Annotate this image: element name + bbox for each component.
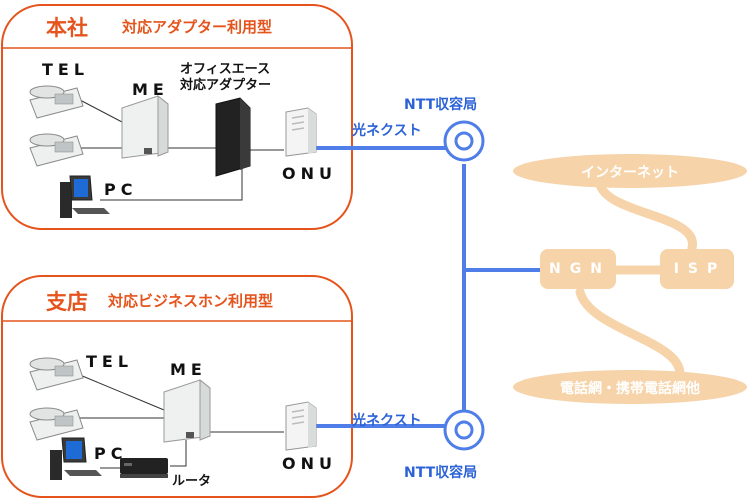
branch-onu-icon	[285, 401, 317, 451]
branch-name: 支店	[46, 290, 88, 314]
isp-box	[660, 249, 734, 289]
cloud-connectors	[575, 180, 697, 379]
hq-adapter-label-line1: オフィスエース	[180, 62, 271, 77]
hq-onu-icon	[285, 107, 317, 157]
hq-name: 本社	[46, 16, 88, 40]
hq-pc-label: PC	[104, 180, 138, 199]
internet-oval	[513, 154, 747, 188]
hq-tel-label: TEL	[42, 60, 90, 79]
internet-label: インターネット	[581, 165, 679, 181]
branch-onu-label: ONU	[282, 454, 337, 473]
hq-wiring	[79, 99, 284, 201]
phone-network-label: 電話網・携帯電話網他	[560, 381, 700, 397]
branch-wiring	[79, 374, 284, 469]
branch-ntt-label: NTT収容局	[404, 465, 478, 481]
hq-office-adapter-icon	[215, 97, 251, 177]
phone-network-oval	[513, 370, 747, 404]
hq-onu-label: ONU	[282, 164, 337, 183]
branch-tel-label: TEL	[86, 352, 134, 371]
branch-phone-2-icon	[29, 407, 84, 441]
hq-me-unit-icon	[121, 94, 169, 159]
hq-phone-1-icon	[29, 85, 84, 119]
hq-line-label: 光ネクスト	[352, 123, 422, 139]
branch-phone-1-icon	[29, 357, 84, 391]
ngn-label: NGN	[549, 261, 611, 277]
hq-ntt-office-icon	[443, 120, 485, 162]
branch-frame	[1, 275, 353, 498]
hq-adapter-label-line2: 対応アダプター	[180, 78, 272, 93]
branch-me-unit-icon	[163, 378, 211, 443]
hq-frame	[1, 4, 353, 230]
branch-router-icon	[120, 458, 168, 478]
branch-line-label: 光ネクスト	[352, 413, 422, 429]
isp-label: ISP	[673, 261, 727, 277]
branch-router-label: ルータ	[172, 474, 212, 489]
branch-ntt-office-icon	[443, 409, 485, 451]
hq-phone-2-icon	[29, 133, 84, 167]
branch-me-label: ME	[170, 360, 207, 379]
branch-pc-icon	[50, 437, 102, 480]
hq-subtitle: 対応アダプター利用型	[122, 18, 273, 36]
branch-pc-label: PC	[94, 444, 128, 463]
fiber-lines	[316, 146, 542, 428]
ngn-box	[540, 249, 616, 289]
hq-me-label: ME	[132, 80, 169, 99]
hq-pc-icon	[60, 175, 110, 218]
hq-ntt-label: NTT収容局	[404, 97, 478, 113]
branch-subtitle: 対応ビジネスホン利用型	[108, 292, 274, 310]
